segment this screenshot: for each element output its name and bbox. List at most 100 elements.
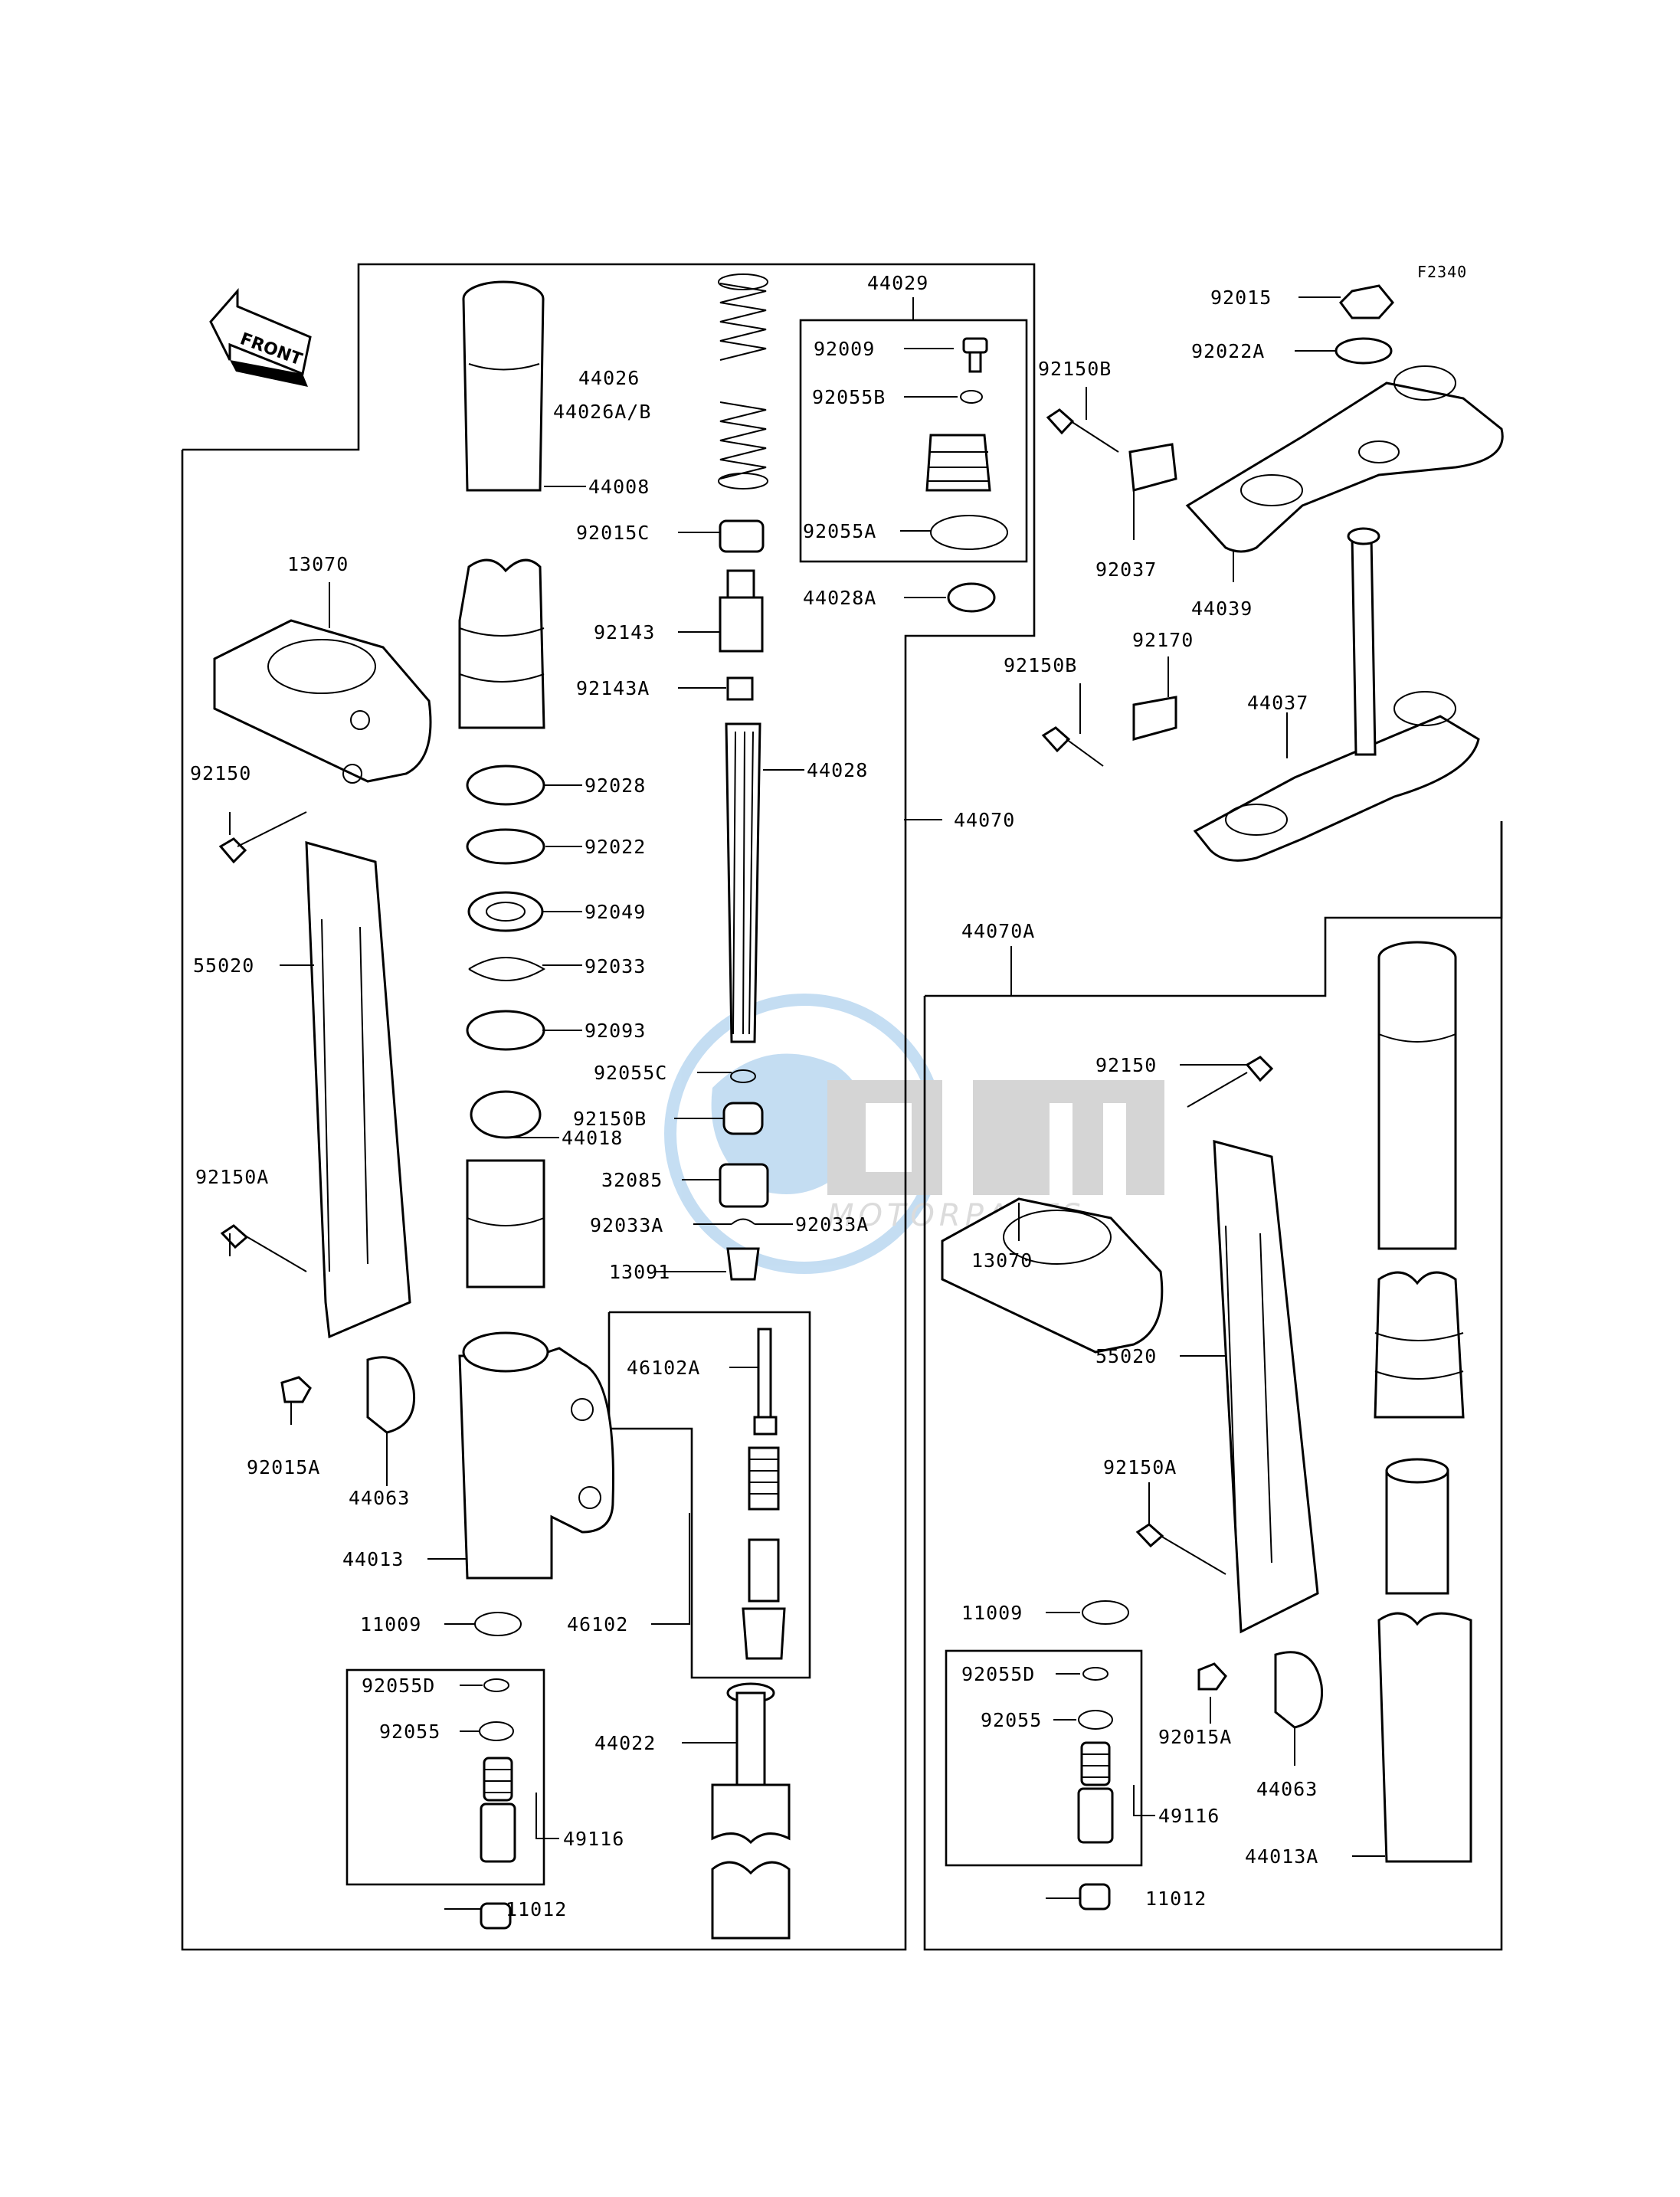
label-92033A-left: 92033A [590,1214,663,1236]
label-13070-right: 13070 [971,1249,1033,1272]
cartridge-46102 [742,1328,786,1660]
label-92150B-upper: 92150B [1038,358,1112,380]
label-44063-right: 44063 [1256,1778,1318,1800]
nut-92015 [1335,284,1394,365]
label-92150A-right: 92150A [1103,1456,1177,1478]
label-92143: 92143 [594,621,655,643]
label-44070: 44070 [954,809,1015,831]
label-44063-left: 44063 [349,1487,410,1509]
label-13070-left: 13070 [287,553,349,575]
axle-clamp-left [213,619,432,784]
nut-92015A [280,1376,312,1403]
label-92055D-right: 92055D [961,1663,1035,1685]
bolt-92150A [220,1224,307,1272]
fork-spring [718,273,768,489]
label-92037: 92037 [1095,558,1157,581]
label-44013: 44013 [342,1548,404,1570]
label-92015C: 92015C [576,522,650,544]
label-92055D-left: 92055D [362,1675,435,1697]
label-92055-right: 92055 [981,1709,1042,1731]
seal-stack [466,765,545,1139]
label-44037: 44037 [1247,692,1308,714]
fork-lower-tube-right [1377,1458,1472,1863]
clamp-44063-left [366,1356,416,1434]
figure-code: F2340 [1417,263,1467,281]
clamp-44063-right [1274,1651,1324,1729]
label-92150-right: 92150 [1095,1054,1157,1076]
label-92015A-right: 92015A [1158,1726,1232,1748]
label-49116-left: 49116 [563,1828,624,1850]
bolt-92150B-lower [1041,726,1104,767]
bolt-92150-right [1187,1056,1274,1108]
bolt-92150A-right [1135,1523,1226,1575]
fork-outer-tube [458,280,545,729]
upper-bracket-44039 [1128,365,1504,553]
label-44013A: 44013A [1245,1845,1318,1868]
bolt-92150 [218,811,307,864]
label-44070A: 44070A [961,920,1035,942]
label-92150A-left: 92150A [195,1166,269,1188]
label-11009-right: 11009 [961,1602,1023,1624]
oring-92055D-left [483,1678,509,1692]
label-44028: 44028 [807,759,868,781]
watermark: MOTORPARTS [664,994,1164,1274]
label-92093: 92093 [585,1020,646,1042]
lower-bracket-44037 [1132,527,1480,862]
damper-rod [719,519,765,1043]
label-46102A: 46102A [627,1357,700,1379]
label-92033: 92033 [585,955,646,977]
nut-92015A-right [1197,1662,1227,1691]
label-92028: 92028 [585,774,646,797]
label-92055C: 92055C [594,1062,667,1084]
label-92055-left: 92055 [379,1721,440,1743]
oring-92055-right [1078,1710,1113,1730]
label-44028A: 44028A [803,587,876,609]
bolt-92150B-upper [1046,408,1119,453]
label-92170: 92170 [1132,629,1194,651]
lower-fork-leg [458,1159,614,1580]
plug-11012-left [480,1902,512,1930]
washer-11009-right [1082,1600,1129,1625]
label-92049: 92049 [585,901,646,923]
label-92022: 92022 [585,836,646,858]
label-92009: 92009 [814,338,875,360]
leader-lines [229,296,1385,1910]
label-92055B: 92055B [812,386,886,408]
fork-guard-left [305,841,411,1339]
plug-11012-right [1079,1883,1111,1911]
frame-lines [181,263,1503,1951]
oring-92055D-right [1082,1667,1109,1681]
front-arrow-icon: FRONT [209,288,312,387]
cap-assembly-44029 [925,337,1008,613]
valve-49116-right [1077,1741,1114,1844]
label-44039: 44039 [1191,598,1253,620]
label-44022: 44022 [594,1732,656,1754]
label-92055A: 92055A [803,520,876,542]
label-11012-left: 11012 [506,1898,567,1920]
label-49116-right: 49116 [1158,1805,1220,1827]
callout-labels: 44029 92009 92055B 92055A 44028A 44026 4… [190,272,1318,1920]
piston-44022 [711,1682,791,1940]
label-92022A: 92022A [1191,340,1265,362]
label-92150B-lower: 92150B [1004,654,1077,676]
label-32085: 32085 [601,1169,663,1191]
label-44018: 44018 [562,1127,623,1149]
label-55020-left: 55020 [193,954,254,977]
label-92150-left: 92150 [190,762,251,784]
label-92143A: 92143A [576,677,650,699]
label-92015: 92015 [1210,286,1272,309]
washer-11009-left [474,1612,522,1636]
label-55020-right: 55020 [1095,1345,1157,1367]
label-92015A-left: 92015A [247,1456,320,1478]
label-44026AB: 44026A/B [553,401,651,423]
label-92150B-center: 92150B [573,1108,647,1130]
label-44008: 44008 [588,476,650,498]
label-44029: 44029 [867,272,928,294]
fork-upper-tube-right [1374,941,1465,1419]
label-44026: 44026 [578,367,640,389]
label-13091: 13091 [609,1261,670,1283]
valve-49116-left [480,1757,516,1863]
label-46102: 46102 [567,1613,628,1635]
small-seals-center [719,1069,769,1281]
